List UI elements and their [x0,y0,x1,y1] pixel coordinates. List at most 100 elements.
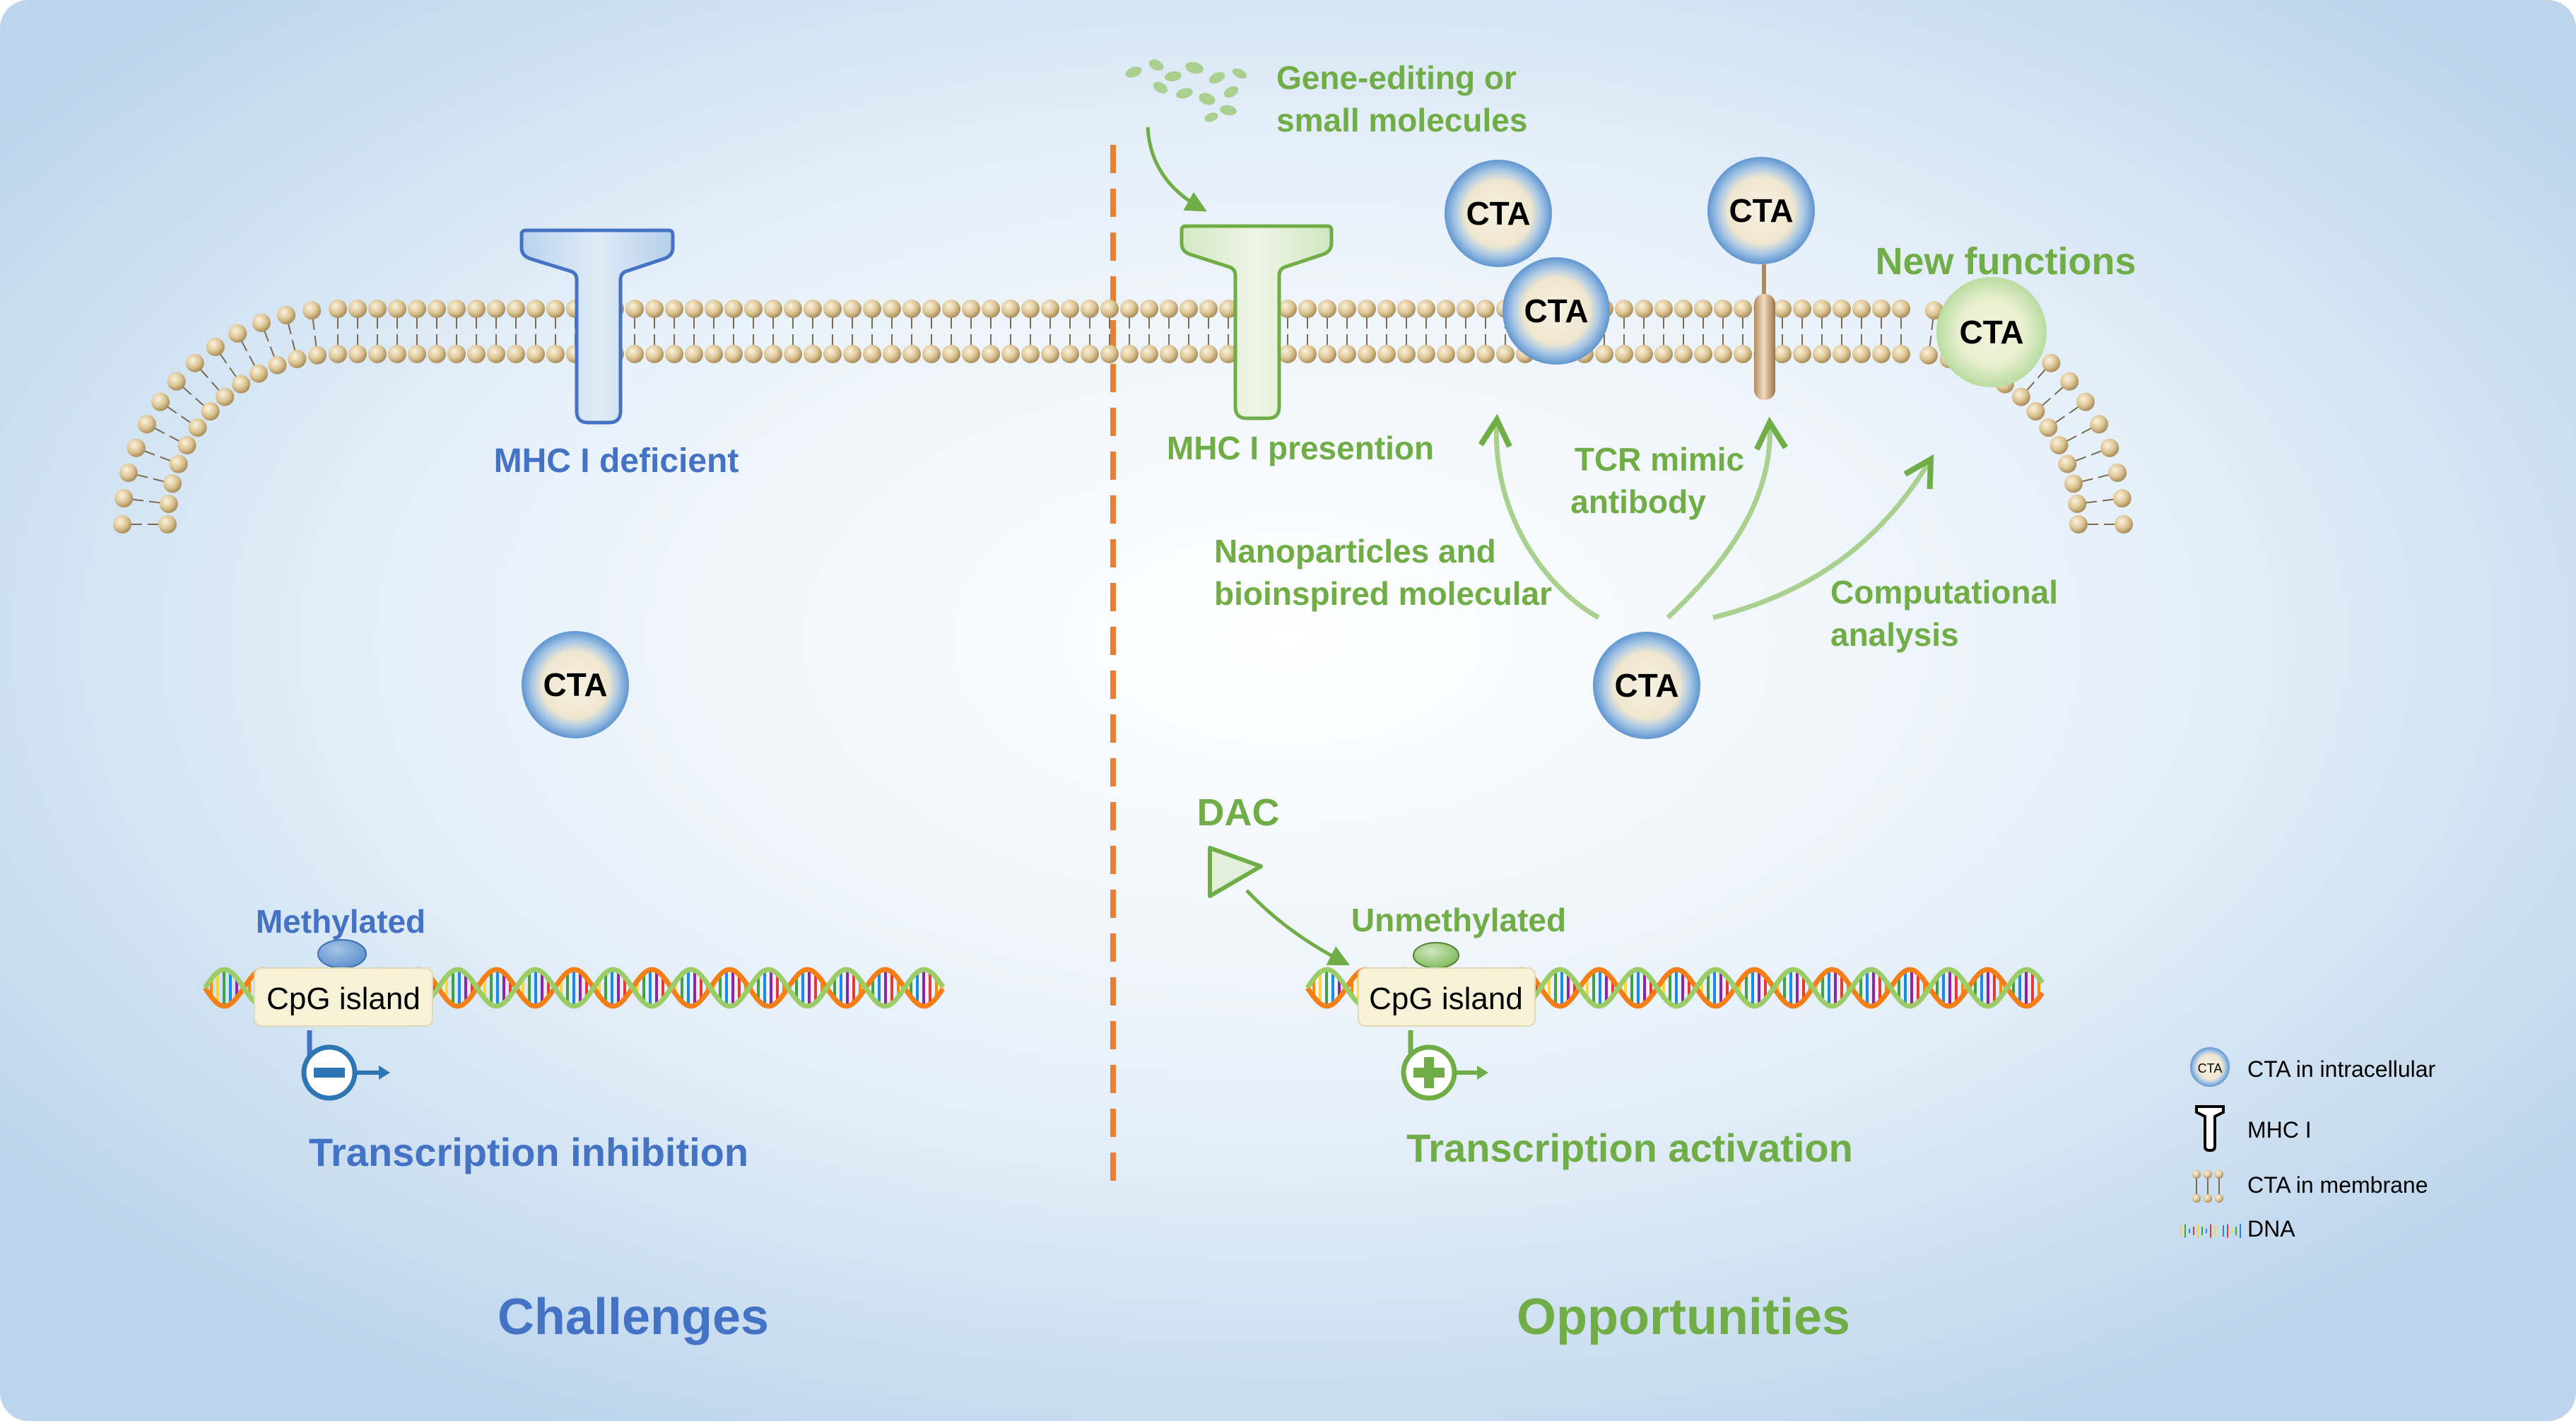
lipid-head [1615,300,1633,318]
lipid-head [942,300,960,318]
lipid-head [784,300,802,318]
lipid-head [982,345,1000,363]
lipid-head [114,489,134,508]
lipid-head [1833,345,1851,363]
lipid-head [1615,345,1633,363]
lipid-head [507,345,525,363]
tcr-label-line1: TCR mimic [1575,441,1744,478]
lipid-head [428,345,446,363]
lipid-head [177,436,196,455]
lipid-head [1793,345,1811,363]
cta-floating: CTA [1445,160,1552,267]
lipid-head [1160,345,1178,363]
lipid-head [1377,300,1396,318]
lipid-head [1654,345,1673,363]
legend-label-cta: CTA in intracellular [2247,1056,2436,1082]
lipid-head [527,345,545,363]
minus-sign [314,1068,345,1078]
lipid-head [1081,300,1099,318]
lipid-head [1457,345,1475,363]
cta-tcr-bound: CTA [1707,157,1815,264]
lipid-head [625,300,644,318]
legend: CTA CTA in intracellular MHC I CTA in me… [2180,1047,2436,1242]
lipid-head [1219,345,1237,363]
lipid-head [1061,345,1079,363]
lipid-head [1714,345,1732,363]
tcr-arrow [1666,423,1770,620]
lipid-head [1180,300,1198,318]
lipid-head [1872,345,1890,363]
dna-icon [2180,1224,2241,1238]
lipid-head [1437,345,1455,363]
computational-label-line1: Computational [1830,574,2058,611]
lipid-head [2011,387,2030,406]
lipid-head [2115,515,2133,533]
arrow-head-icon [379,1066,390,1080]
lipid-head [1397,300,1416,318]
gene-editing-label-line2: small molecules [1276,102,1527,138]
lipid-head [1476,345,1495,363]
lipid-head [645,345,664,363]
lipid-head [159,494,178,513]
membrane-icon-head [2215,1194,2223,1203]
challenges-title: Challenges [498,1289,769,1345]
mhc-i-blue-icon [519,228,675,425]
lipid-head [2090,415,2109,434]
lipid-head [1100,300,1119,318]
opportunities-title: Opportunities [1517,1289,1850,1345]
cta-new-function: CTA [1936,277,2047,387]
mhc-icon [2195,1105,2225,1152]
lipid-head [1338,345,1356,363]
cpg-island-box [1358,967,1536,1027]
transcription-inhibition-label: Transcription inhibition [309,1130,748,1174]
cta-label: CTA [1729,192,1793,229]
lipid-head [902,300,921,318]
lipid-head [329,300,347,318]
membrane-icon-head [2204,1194,2212,1203]
lipid-head [1298,345,1317,363]
lipid-head [127,438,146,457]
cta-label: CTA [1524,293,1588,329]
cta-icon-text: CTA [2198,1061,2223,1075]
lipid-head [724,300,743,318]
transcription-activation-label: Transcription activation [1406,1126,1853,1170]
lipid-head [863,300,881,318]
lipid-head [744,345,763,363]
lipid-head [804,345,822,363]
lipid-head [2100,438,2119,457]
lipid-head [1199,300,1218,318]
lipid-head [724,345,743,363]
lipid-head [883,300,901,318]
lipid-head [137,415,156,434]
lipid-head [1278,300,1297,318]
lipid-head [665,345,683,363]
lipid-head [1852,345,1871,363]
cta-label: CTA [1959,314,2023,350]
lipid-head [1318,345,1336,363]
mhc-deficient-label: MHC I deficient [494,442,739,480]
lipid-head [201,402,220,421]
membrane-icon-head [2192,1194,2201,1203]
lipid-head [1278,345,1297,363]
lipid-head [1635,300,1653,318]
lipid-head [1919,346,1939,365]
lipid-head [1457,300,1475,318]
legend-label-membrane: CTA in membrane [2247,1172,2428,1198]
lipid-head [1872,300,1890,318]
lipid-head [2042,353,2061,372]
mhc-presention-label: MHC I presention [1167,430,1434,466]
lipid-head [1852,300,1871,318]
lipid-head [1694,345,1712,363]
lipid-head [408,345,426,363]
tcr-receptor-icon [1754,294,1775,400]
lipid-head [527,300,545,318]
lipid-head [546,345,565,363]
gene-editing-arrow [1146,126,1207,212]
mhc-i-green-icon [1180,224,1334,420]
cta-intracellular-left: CTA [522,631,629,738]
new-functions-label: New functions [1875,240,2136,283]
computational-arrow [1712,459,1931,620]
lipid-head [1021,345,1040,363]
cta-label: CTA [543,666,607,703]
